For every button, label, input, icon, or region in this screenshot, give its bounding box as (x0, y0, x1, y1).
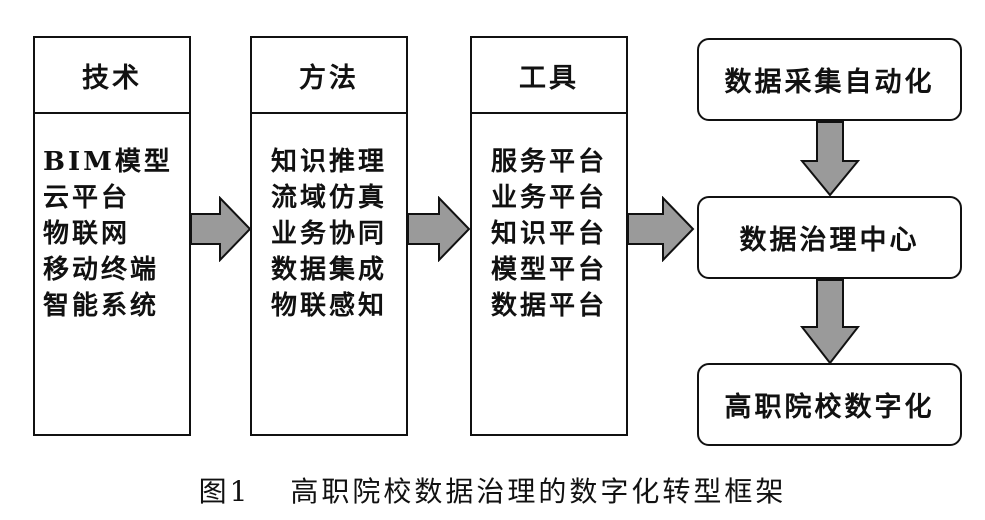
tool-item: 模型平台 (490, 255, 607, 285)
tool-item: 服务平台 (490, 147, 607, 177)
figure-caption: 图1 高职院校数据治理的数字化转型框架 (0, 470, 985, 510)
method-item: 物联感知 (270, 291, 387, 321)
figure-title: 高职院校数据治理的数字化转型框架 (290, 475, 787, 508)
method-column: 方法 知识推理 流域仿真 业务协同 数据集成 物联感知 (250, 36, 408, 436)
down-arrow-icon (800, 121, 860, 197)
method-item: 业务协同 (270, 219, 387, 249)
right-arrow-icon (627, 196, 695, 262)
tool-item: 知识平台 (490, 219, 607, 249)
technology-item: 云平台 (43, 183, 131, 213)
technology-item: 移动终端 (43, 255, 160, 285)
method-list: 知识推理 流域仿真 业务协同 数据集成 物联感知 (252, 114, 406, 324)
right-arrow-icon (190, 196, 252, 262)
tool-column: 工具 服务平台 业务平台 知识平台 模型平台 数据平台 (470, 36, 628, 436)
data-governance-box: 数据治理中心 (697, 196, 962, 279)
tool-item: 数据平台 (490, 291, 607, 321)
tool-heading: 工具 (472, 38, 626, 114)
technology-heading: 技术 (35, 38, 189, 114)
right-arrow-icon (407, 196, 471, 262)
technology-item: 物联网 (43, 219, 131, 249)
method-item: 流域仿真 (270, 183, 387, 213)
digitalization-box: 高职院校数字化 (697, 363, 962, 446)
technology-item: 智能系统 (43, 291, 160, 321)
tool-item: 业务平台 (490, 183, 607, 213)
method-heading: 方法 (252, 38, 406, 114)
data-collection-box: 数据采集自动化 (697, 38, 962, 121)
figure-number: 图1 (198, 475, 251, 508)
technology-item: BIM模型 (43, 147, 173, 177)
down-arrow-icon (800, 279, 860, 365)
method-item: 知识推理 (270, 147, 387, 177)
technology-list: BIM模型 云平台 物联网 移动终端 智能系统 (35, 114, 189, 324)
tool-list: 服务平台 业务平台 知识平台 模型平台 数据平台 (472, 114, 626, 324)
technology-column: 技术 BIM模型 云平台 物联网 移动终端 智能系统 (33, 36, 191, 436)
method-item: 数据集成 (270, 255, 387, 285)
